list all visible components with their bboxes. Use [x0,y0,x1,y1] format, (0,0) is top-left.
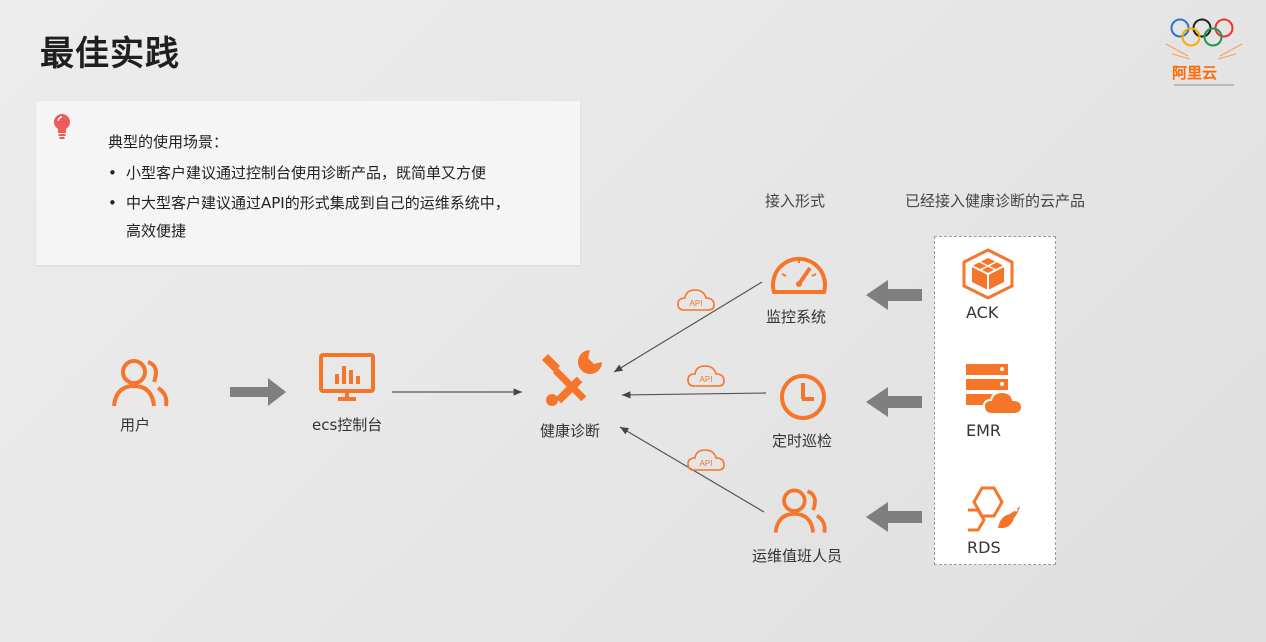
api-cloud-icon: API [687,449,725,471]
rds-database-icon [968,486,1020,532]
scenario-heading: 典型的使用场景： [108,133,229,151]
api-cloud-icon: API [687,365,725,387]
bullet-item: 中大型客户建议通过API的形式集成到自己的运维系统中，高效便捷 [108,189,548,245]
scenario-bullet-list: 小型客户建议通过控制台使用诊断产品，既简单又方便 中大型客户建议通过API的形式… [108,159,548,247]
ack-arrow [866,280,922,310]
scenario-card: 典型的使用场景： 小型客户建议通过控制台使用诊断产品，既简单又方便 中大型客户建… [36,101,580,265]
integrated-products-header: 已经接入健康诊断的云产品 [905,192,1086,210]
wrench-screwdriver-icon [542,350,602,406]
gauge-icon [771,256,827,294]
brand-name: 阿里云 [1172,64,1218,82]
console-label: ecs控制台 [312,416,383,434]
inspection-to-diagnosis-line [621,391,767,399]
monitor-to-diagnosis-line [613,281,763,373]
ack-container-icon [962,248,1014,300]
lightbulb-icon [54,114,70,139]
product-label: EMR [966,421,1002,440]
emr-server-icon [966,364,1024,415]
access-mode-label: 运维值班人员 [752,547,843,565]
api-badge: API [700,459,713,468]
user-label: 用户 [120,416,151,434]
access-mode-label: 定时巡检 [772,432,833,450]
user-icon [112,359,169,407]
diagnosis-label: 健康诊断 [540,422,601,440]
alibaba-cloud-olympic-logo [1165,18,1243,86]
clock-icon [780,374,826,420]
api-cloud-icon: API [677,289,715,311]
bullet-item: 小型客户建议通过控制台使用诊断产品，既简单又方便 [108,159,548,187]
ops-staff-icon [773,488,827,533]
api-badge: API [690,299,703,308]
page-title: 最佳实践 [40,34,180,74]
api-badge: API [700,375,713,384]
emr-arrow [866,387,922,417]
product-label: RDS [967,538,1001,557]
access-mode-header: 接入形式 [765,192,826,210]
user-to-console-arrow [230,378,286,406]
product-label: ACK [966,303,999,322]
console-monitor-icon [319,353,375,401]
access-mode-label: 监控系统 [766,308,827,326]
rds-arrow [866,502,922,532]
